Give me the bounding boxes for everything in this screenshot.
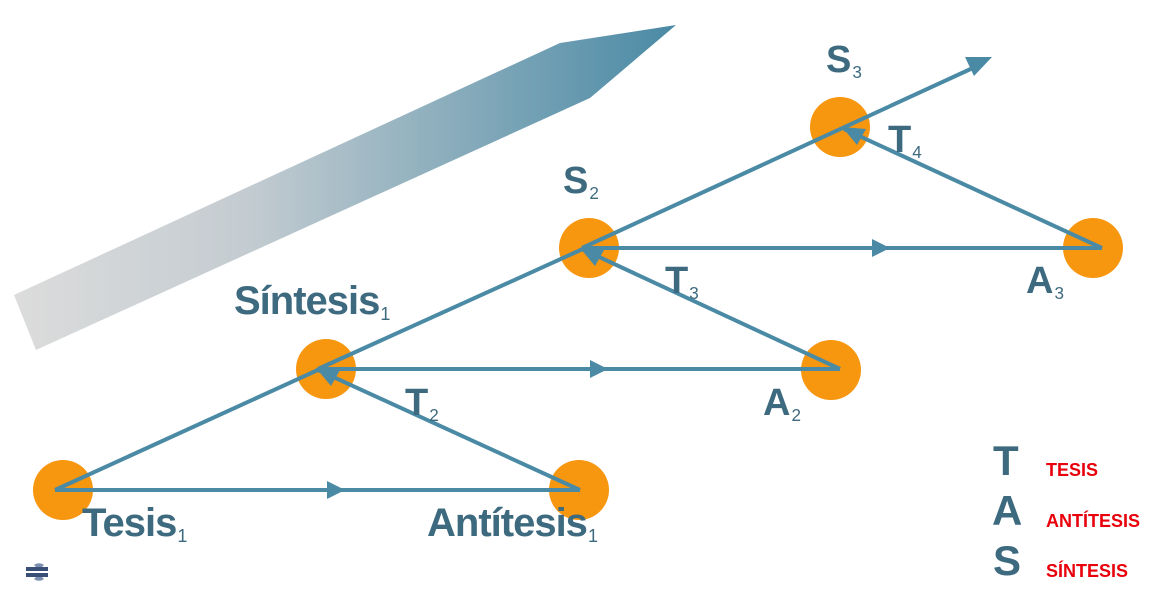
arrowhead-t4 <box>842 127 866 145</box>
connector-a3-s3 <box>843 127 1103 250</box>
legend-word-sintesis: SÍNTESIS <box>1046 561 1129 581</box>
legend-letter-a: A <box>992 487 1023 534</box>
connector-a1-s1 <box>317 368 581 492</box>
label-s3: S3 <box>826 39 862 82</box>
connector-s2-s3 <box>581 65 976 250</box>
arrowhead-right-1 <box>327 481 345 499</box>
label-t2: T2 <box>405 382 439 425</box>
label-a3: A3 <box>1026 260 1064 303</box>
arrowhead-right-3 <box>872 239 890 257</box>
arrowhead-t3 <box>580 248 604 266</box>
connector-t1-s1 <box>54 367 321 492</box>
legend-letter-s: S <box>993 537 1022 584</box>
connector-s1-s2 <box>317 246 586 371</box>
connector-a2-s2 <box>581 247 841 371</box>
label-sintesis-1: Síntesis1 <box>234 279 390 325</box>
legend-word-tesis: TESIS <box>1046 460 1099 480</box>
label-antitesis-1: Antítesis1 <box>427 501 598 547</box>
label-tesis-1: Tesis1 <box>82 501 187 547</box>
label-t3: T3 <box>665 260 699 303</box>
knowledge-arrow-band <box>14 25 676 350</box>
arrowhead-t2 <box>316 368 340 386</box>
label-s2: S2 <box>563 160 599 203</box>
arrowhead-right-2 <box>590 360 608 378</box>
arrowhead-knowledge-end <box>965 57 992 76</box>
logo-icon <box>26 563 48 581</box>
legend-word-antitesis: ANTÍTESIS <box>1046 511 1141 531</box>
legend-letter-t: T <box>993 437 1019 484</box>
label-a2: A2 <box>763 382 801 425</box>
label-t4: T4 <box>888 119 922 162</box>
